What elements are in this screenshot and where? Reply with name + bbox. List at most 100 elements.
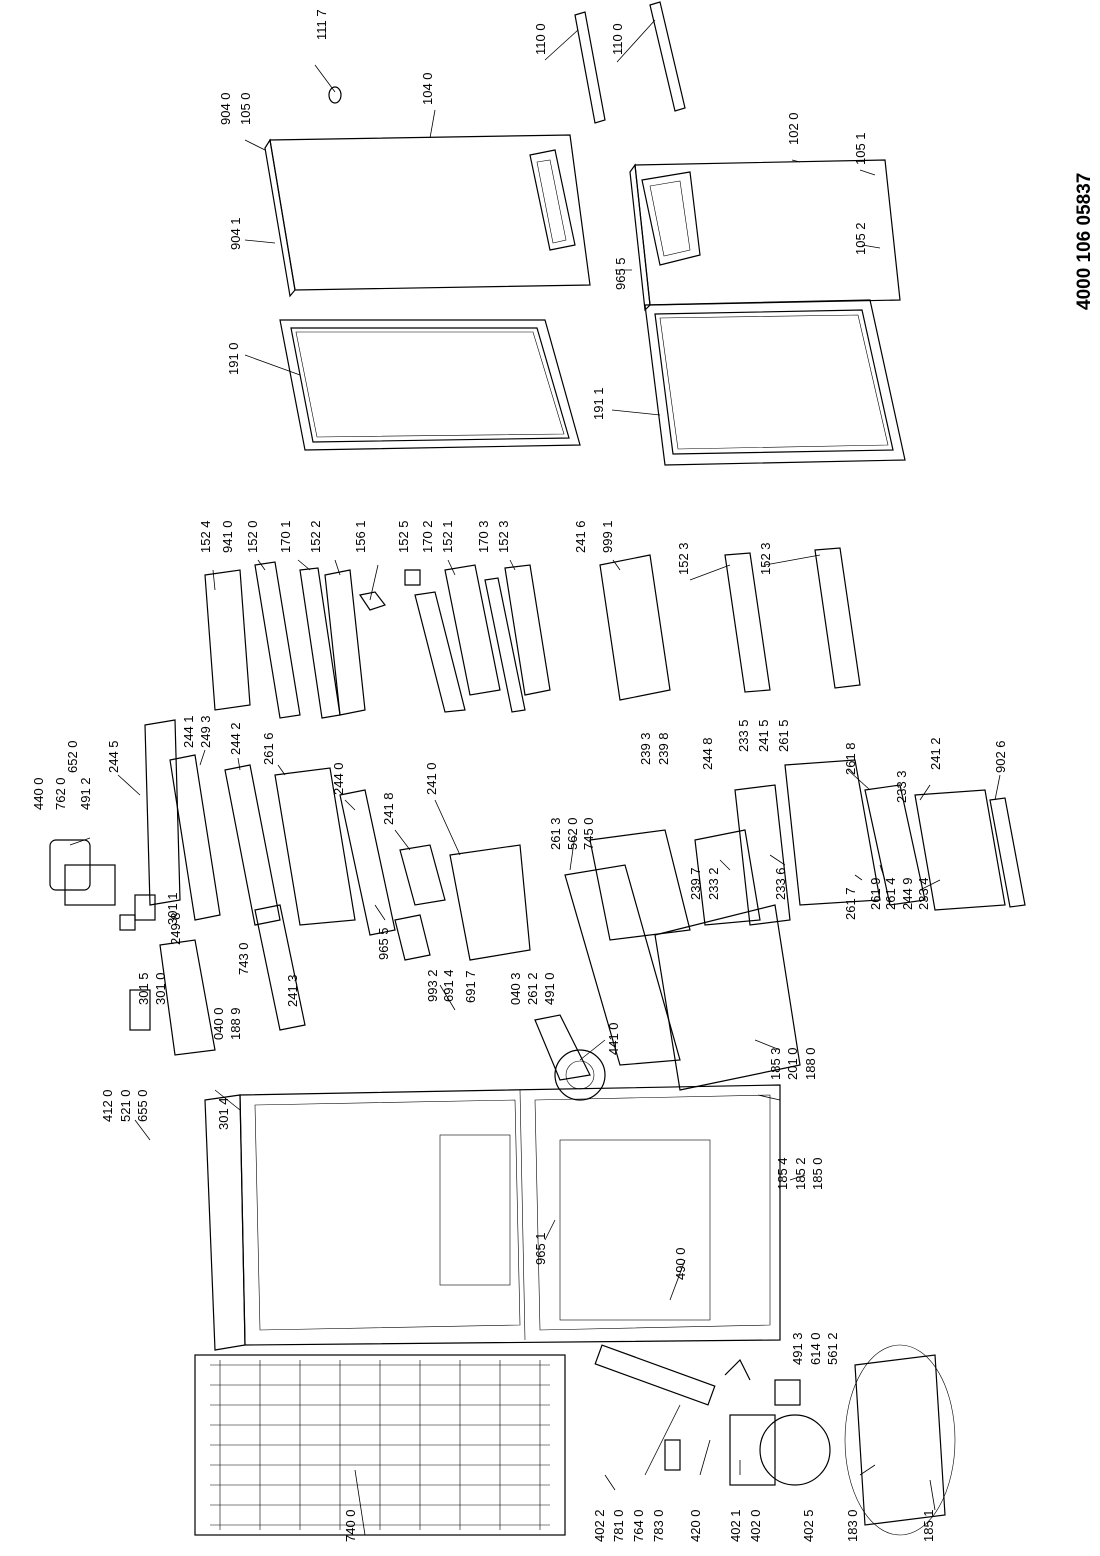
callout-1701: 170 1 [278,520,293,553]
callout-5612: 561 2 [825,1332,840,1365]
evaporator-cover [564,864,801,1091]
callout-4400: 440 0 [31,777,46,810]
callout-9655a: 965 5 [613,257,628,290]
glass-shelves [144,719,1026,961]
callout-3011: 301 1 [165,892,180,925]
callout-2615: 261 5 [776,719,791,752]
callout-1100b: 110 0 [610,23,625,55]
door-shelves [204,547,861,719]
callout-7430: 743 0 [236,942,251,975]
callout-2442: 244 2 [228,722,243,755]
callout-2332: 233 2 [706,867,721,900]
callout-2418: 241 8 [381,792,396,825]
callout-2493: 249 3 [198,715,213,748]
callout-6914: 691 4 [441,969,456,1002]
callout-4410: 441 0 [606,1022,621,1055]
callout-1040: 104 0 [420,72,435,105]
callout-2612: 261 2 [525,972,540,1005]
callout-2010: 201 0 [785,1047,800,1080]
callout-2336: 233 6 [773,867,788,900]
callout-1100a: 110 0 [533,23,548,55]
callout-6140: 614 0 [808,1332,823,1365]
callout-4120: 412 0 [100,1089,115,1122]
callout-0403: 040 3 [508,972,523,1005]
callout-2614: 261 4 [883,877,898,910]
callout-2334: 233 4 [916,877,931,910]
cabinet [204,1084,781,1351]
callout-2498: 249 8 [168,912,183,945]
upper-gasket [279,319,581,451]
callout-1521: 152 1 [440,520,455,553]
compressor [594,1344,956,1536]
callout-3010: 301 0 [153,972,168,1005]
callout-1050: 105 0 [238,92,253,125]
callout-4020: 402 0 [748,1509,763,1542]
callout-1020: 102 0 [786,112,801,145]
callout-5210: 521 0 [118,1089,133,1122]
callout-9040: 904 0 [218,92,233,125]
callout-2393: 239 3 [638,732,653,765]
callout-9991: 999 1 [600,520,615,553]
callout-2441: 244 1 [181,715,196,748]
callout-2616: 261 6 [261,732,276,765]
callout-4913: 491 3 [790,1332,805,1365]
callout-7830: 783 0 [651,1509,666,1542]
callout-9655b: 965 5 [376,927,391,960]
callout-9410: 941 0 [220,520,235,553]
callout-2397: 239 7 [688,867,703,900]
callout-4200: 420 0 [688,1509,703,1542]
callout-2333: 233 3 [894,770,909,803]
callout-2398: 239 8 [656,732,671,765]
callout-2613: 261 3 [548,817,563,850]
callout-2415: 241 5 [756,719,771,752]
callout-2619: 261 9 [868,877,883,910]
callout-1853: 185 3 [768,1047,783,1080]
callout-4910: 491 0 [542,972,557,1005]
callout-7640: 764 0 [631,1509,646,1542]
callout-2410: 241 0 [424,762,439,795]
callout-3014: 301 4 [216,1097,231,1130]
callout-4022: 402 2 [592,1509,607,1542]
callout-labels: 111 7 110 0 110 0 904 0 105 0 104 0 102 … [31,9,1008,1542]
callout-1852: 185 2 [793,1157,808,1190]
callout-4021: 402 1 [728,1509,743,1542]
callout-1522: 152 2 [308,520,323,553]
callout-3015: 301 5 [136,972,151,1005]
callout-1523b: 152 3 [676,542,691,575]
callout-4912: 491 2 [78,777,93,810]
handle-strips [328,1,686,124]
callout-1880: 188 0 [803,1047,818,1080]
document-number: 4000 106 05837 [1074,173,1095,310]
callout-2416: 241 6 [573,520,588,553]
callout-1911: 191 1 [591,387,606,420]
callout-1523c: 152 3 [758,542,773,575]
callout-2448: 244 8 [700,737,715,770]
callout-6917: 691 7 [463,970,478,1003]
callout-6520: 652 0 [65,740,80,773]
callout-2618: 261 8 [843,742,858,775]
callout-1052: 105 2 [853,222,868,255]
callout-5620: 562 0 [565,817,580,850]
callout-2445: 244 5 [106,740,121,773]
callout-1525: 152 5 [396,520,411,553]
callout-7450: 745 0 [581,817,596,850]
callout-1889: 188 9 [228,1007,243,1040]
upper-door [264,134,591,298]
callout-6550: 655 0 [135,1089,150,1122]
part-drawings [49,1,1026,1536]
callout-1854: 185 4 [775,1157,790,1190]
callout-1117: 111 7 [314,9,329,40]
callout-7400: 740 0 [343,1509,358,1542]
callout-9026: 902 6 [993,740,1008,773]
callout-1524: 152 4 [198,520,213,553]
condenser-coil [194,1354,566,1536]
callout-1523a: 152 3 [496,520,511,553]
callout-9041: 904 1 [228,217,243,250]
callout-0400: 040 0 [211,1007,226,1040]
callout-1520: 152 0 [245,520,260,553]
callout-2440: 244 0 [331,762,346,795]
callout-1830: 183 0 [845,1509,860,1542]
fan-and-electronics [49,839,606,1101]
callout-1561: 156 1 [353,520,368,553]
